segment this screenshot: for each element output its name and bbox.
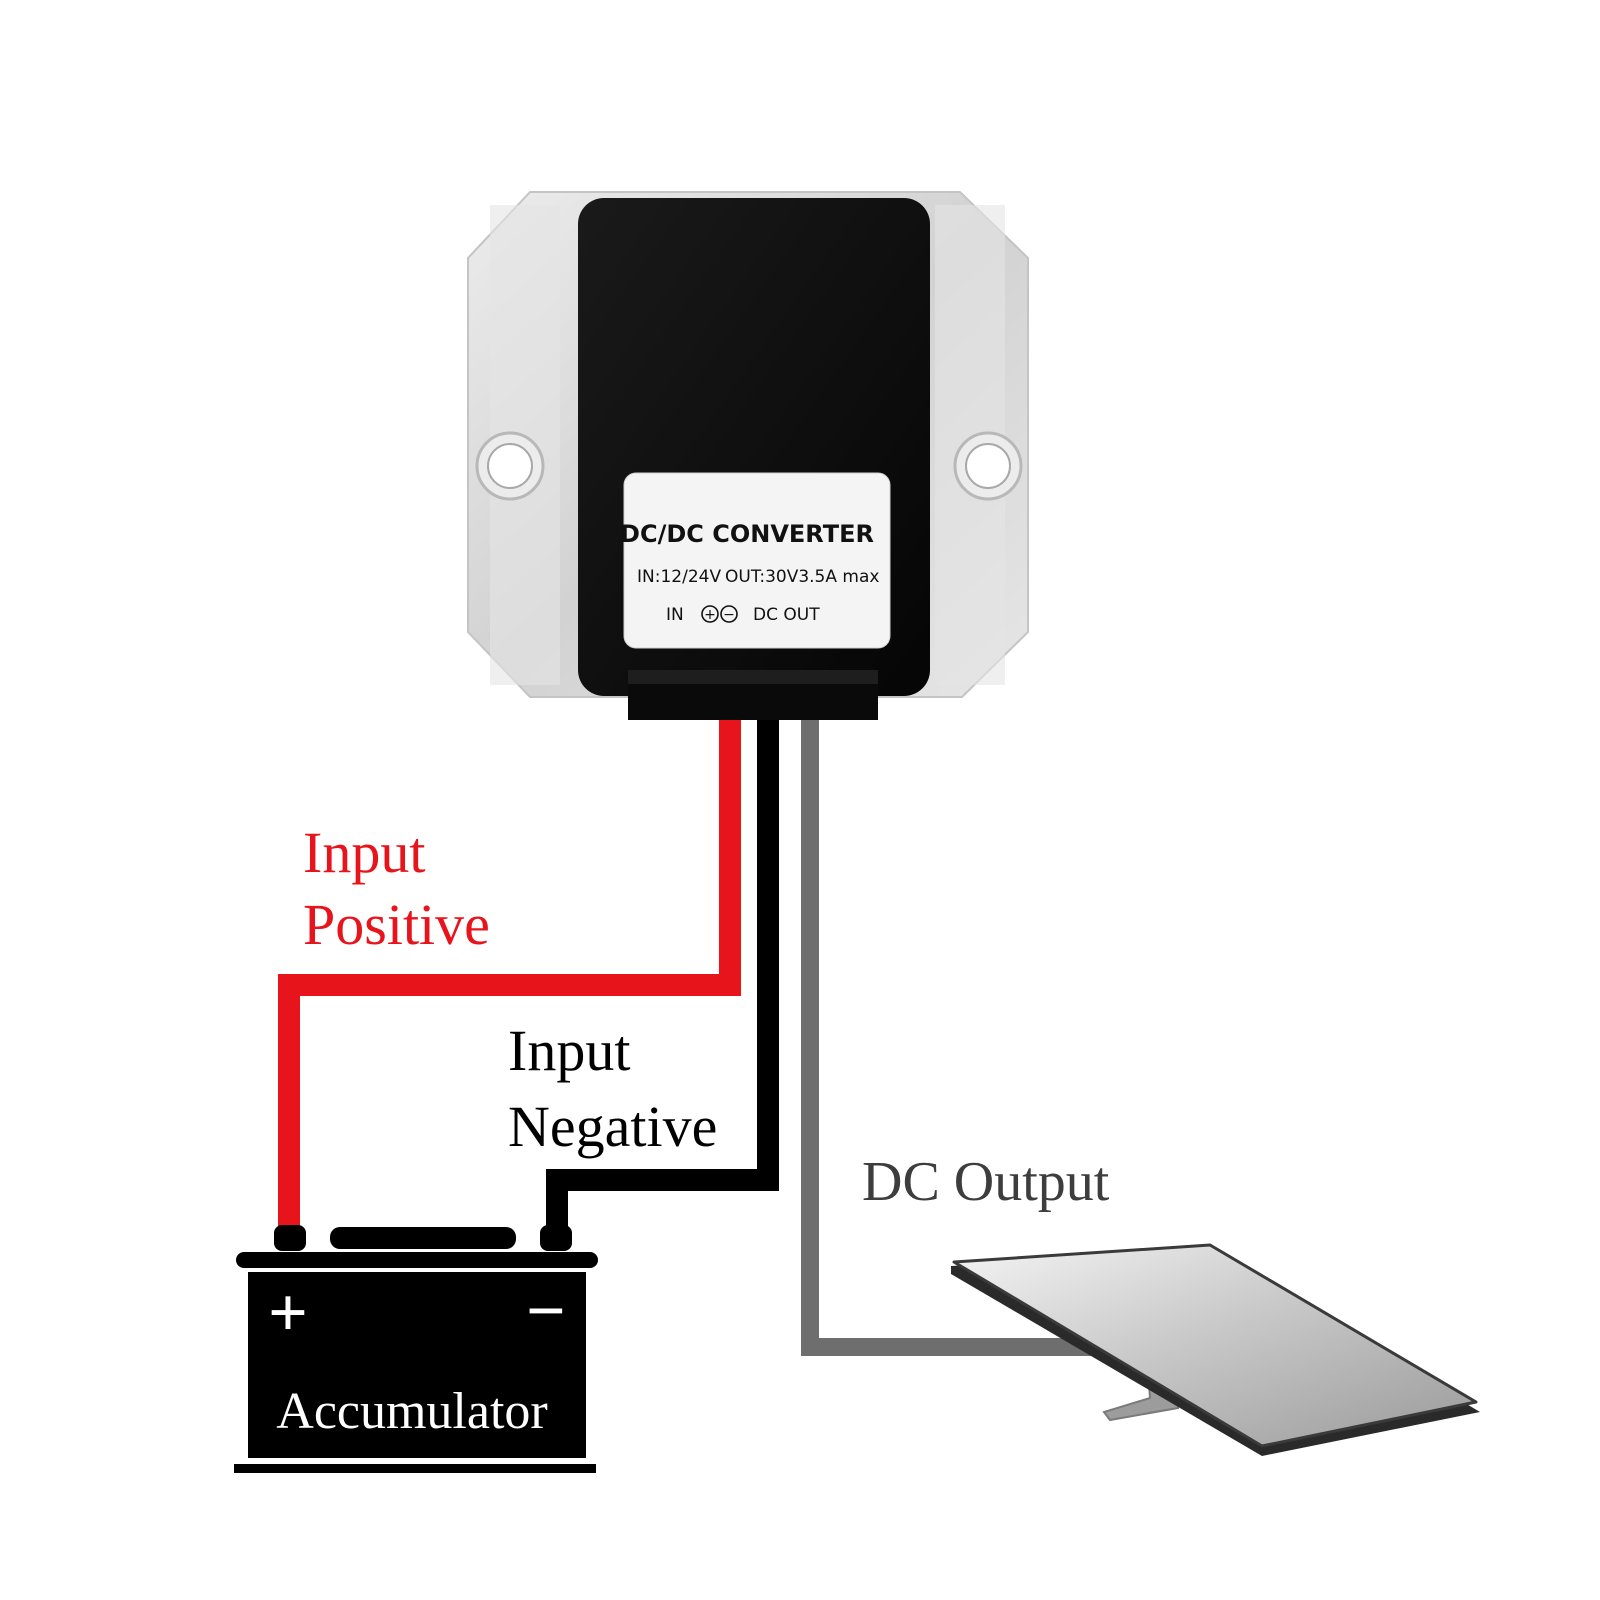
satellite-dish-panel-icon <box>951 1243 1480 1456</box>
battery-lid <box>236 1252 598 1268</box>
sticker-polarity-icon: + − <box>701 605 738 623</box>
input-negative-label-line2: Negative <box>508 1094 717 1159</box>
output-wire-path <box>801 700 1100 1356</box>
battery-terminal-negative <box>540 1225 572 1251</box>
battery-terminal-positive <box>274 1225 306 1251</box>
battery-name: Accumulator <box>276 1383 547 1440</box>
sticker-in-tag: IN <box>666 605 684 625</box>
sticker-out-tag: DC OUT <box>753 605 820 625</box>
negative-wire-path <box>546 700 779 1232</box>
positive-wire-path <box>278 700 741 1232</box>
negative-wire <box>546 700 779 1232</box>
sticker-in-spec: IN:12/24V <box>637 567 721 587</box>
battery-body <box>248 1272 586 1458</box>
input-positive-label-line2: Positive <box>303 892 490 957</box>
converter-sticker <box>623 472 891 649</box>
mounting-hole-right <box>953 431 1023 501</box>
battery-base <box>234 1464 596 1473</box>
input-negative-label-line1: Input <box>508 1018 630 1083</box>
output-wire <box>801 700 1100 1356</box>
battery-icon: + − Accumulator <box>234 1225 598 1473</box>
mounting-hole-left <box>475 431 545 501</box>
sticker-minus-symbol: − <box>723 607 735 623</box>
panel-face <box>952 1243 1478 1448</box>
sticker-title: DC/DC CONVERTER <box>620 520 874 548</box>
input-positive-label-line1: Input <box>303 820 425 885</box>
battery-terminal-middle <box>330 1227 516 1249</box>
battery-minus-symbol: − <box>526 1273 566 1350</box>
sticker-out-spec: OUT:30V3.5A max <box>725 567 879 587</box>
dc-output-label: DC Output <box>862 1151 1110 1213</box>
dc-dc-converter-module-icon: DC/DC CONVERTER IN:12/24V OUT:30V3.5A ma… <box>467 191 1029 720</box>
converter-wire-boot <box>628 680 878 720</box>
battery-plus-symbol: + <box>268 1275 308 1352</box>
sticker-plus-symbol: + <box>704 607 716 623</box>
positive-wire <box>278 700 741 1232</box>
